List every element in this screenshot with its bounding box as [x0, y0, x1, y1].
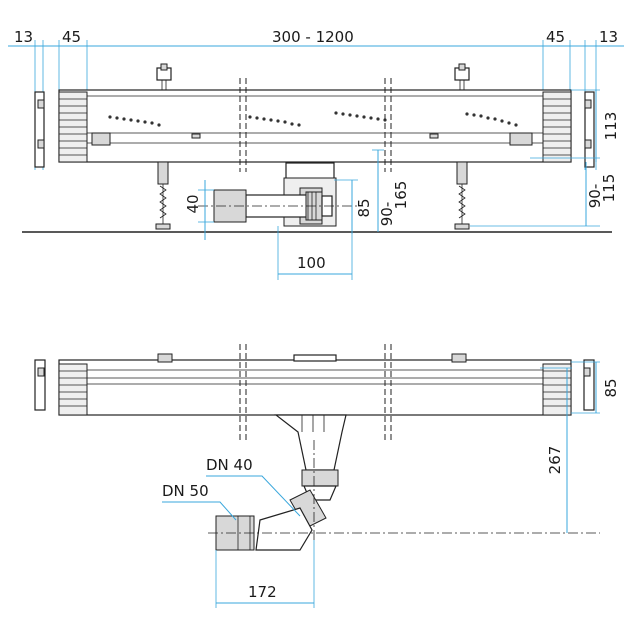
panel-marker-2 [429, 133, 439, 139]
panel-marker-1 [191, 133, 201, 139]
dim-floor-height-a: 90- [378, 202, 396, 227]
dim-outlet-offset: 100 [297, 254, 326, 272]
left-ribbed-end [58, 91, 88, 163]
bottom-bracket-right [451, 353, 467, 363]
dim-total-depth: 267 [546, 446, 564, 475]
label-dn40: DN 40 [206, 456, 253, 474]
foot-right [454, 161, 470, 230]
bottom-cover-plate [293, 354, 337, 362]
dim-outlet-height: 85 [355, 198, 373, 217]
dim-adjust-a: 90- [586, 184, 604, 209]
panel-clip-right [509, 132, 533, 146]
panel-clip-left [91, 132, 111, 146]
dim-height-total: 113 [602, 112, 620, 141]
bottom-view: DN 40 DN 50 85 267 172 [34, 344, 620, 608]
label-dn50: DN 50 [162, 482, 209, 500]
dim-pipe-dia: 40 [184, 194, 202, 213]
right-ribbed-end [542, 91, 572, 163]
right-end-cap [584, 91, 595, 168]
drain-trap [215, 414, 347, 551]
bottom-left-cap-tab [37, 367, 45, 377]
bottom-left-end-cap [34, 359, 46, 411]
leader-dn50 [162, 501, 237, 521]
dim-end-inset-right: 45 [546, 28, 565, 46]
left-end-cap-tab [37, 99, 45, 109]
right-end-cap-tab-lower [584, 139, 592, 149]
perforation-pattern [108, 111, 518, 127]
foot-left [155, 161, 171, 230]
channel-body [58, 89, 572, 163]
drain-outlet [213, 162, 337, 227]
dim-elbow-offset: 172 [248, 583, 277, 601]
bottom-channel-body [58, 359, 572, 416]
top-bracket-right [454, 63, 470, 91]
bottom-right-ribbed-end [542, 363, 572, 416]
bottom-right-end-cap [583, 359, 595, 411]
right-end-cap-tab [584, 99, 592, 109]
leader-dn40 [206, 475, 301, 517]
bottom-right-cap-tab [583, 367, 591, 377]
bottom-bracket-left [157, 353, 173, 363]
top-bracket-left [156, 63, 172, 91]
dim-adjust-b: 115 [600, 174, 618, 203]
dim-end-inset-left: 45 [62, 28, 81, 46]
dim-channel-height: 85 [602, 378, 620, 397]
dim-floor-height-b: 165 [392, 181, 410, 210]
left-end-cap-tab-lower [37, 139, 45, 149]
bottom-left-ribbed-end [58, 363, 88, 416]
left-end-cap [34, 91, 45, 168]
top-view: 13 45 300 - 1200 45 13 [8, 28, 624, 280]
dim-end-cap-right: 13 [599, 28, 618, 46]
dim-length: 300 - 1200 [272, 28, 354, 46]
dim-end-cap-left: 13 [14, 28, 33, 46]
